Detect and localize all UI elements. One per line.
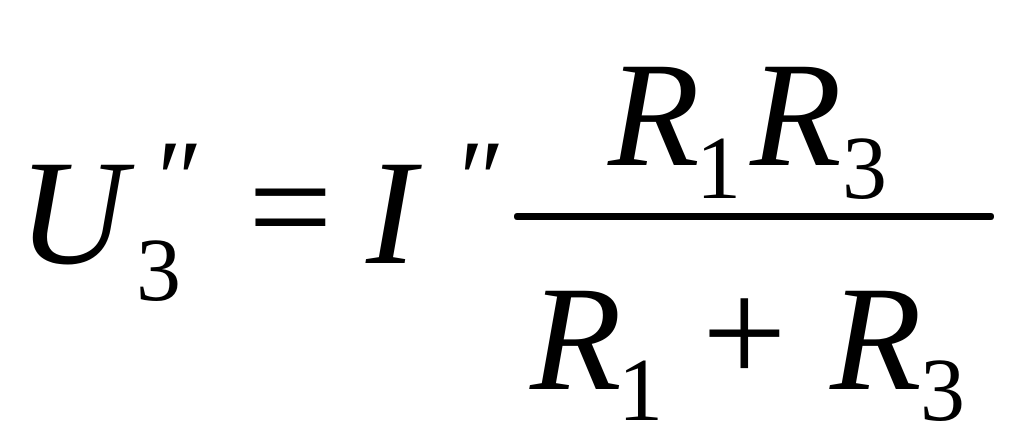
lhs-subscript: 3 bbox=[136, 221, 181, 320]
equals-sign: = bbox=[248, 124, 333, 290]
lhs-prime: ″ bbox=[150, 118, 196, 240]
denominator-r3-subscript: 3 bbox=[920, 341, 965, 440]
denominator-r1-subscript: 1 bbox=[618, 341, 663, 440]
denominator-r1: R bbox=[530, 256, 622, 422]
current-symbol-i: I bbox=[366, 130, 416, 296]
plus-sign: + bbox=[702, 250, 787, 416]
fraction-bar bbox=[514, 213, 994, 220]
lhs-symbol-u: U bbox=[18, 130, 127, 296]
current-prime: ″ bbox=[452, 118, 498, 240]
numerator-r1-subscript: 1 bbox=[696, 119, 741, 218]
numerator-r1: R bbox=[608, 32, 700, 198]
denominator-r3: R bbox=[830, 256, 922, 422]
numerator-r3-subscript: 3 bbox=[842, 119, 887, 218]
numerator-r3: R bbox=[750, 32, 842, 198]
